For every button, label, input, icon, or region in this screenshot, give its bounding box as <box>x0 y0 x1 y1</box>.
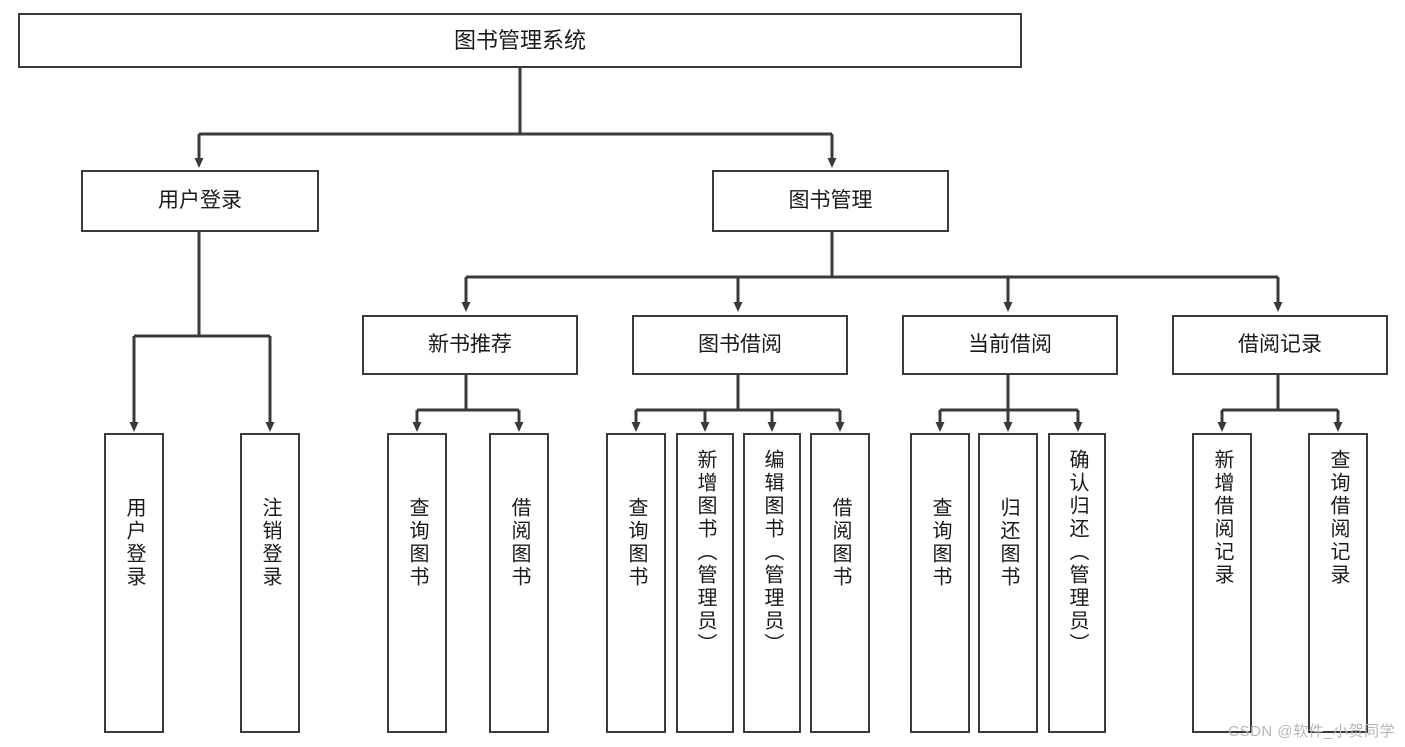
leaf-user-logout[interactable]: 注销登录 <box>240 433 300 733</box>
node-label: 借阅图书 <box>508 497 530 589</box>
node-label: 查询图书 <box>929 497 951 589</box>
leaf-confirm-return[interactable]: 确认归还（管理员） <box>1048 433 1106 733</box>
node-label: 查询图书 <box>625 497 647 589</box>
node-label: 当前借阅 <box>968 332 1052 356</box>
node-new-book-rec[interactable]: 新书推荐 <box>362 315 578 375</box>
leaf-edit-book[interactable]: 编辑图书（管理员） <box>743 433 801 733</box>
node-label: 查询图书 <box>406 497 428 589</box>
leaf-borrow-book-1[interactable]: 借阅图书 <box>489 433 549 733</box>
leaf-query-record[interactable]: 查询借阅记录 <box>1308 433 1368 733</box>
node-label: 归还图书 <box>997 497 1019 589</box>
node-label: 用户登录 <box>123 497 145 589</box>
node-label: 新增借阅记录 <box>1211 449 1233 587</box>
watermark-text: CSDN @软件_小贺同学 <box>1228 723 1395 740</box>
node-label: 图书借阅 <box>698 332 782 356</box>
leaf-user-login[interactable]: 用户登录 <box>104 433 164 733</box>
node-label: 注销登录 <box>259 497 281 589</box>
node-user-login[interactable]: 用户登录 <box>81 170 319 232</box>
node-label: 借阅记录 <box>1238 332 1322 356</box>
node-label: 图书管理 <box>788 188 873 212</box>
node-book-borrow[interactable]: 图书借阅 <box>632 315 848 375</box>
node-label: 确认归还（管理员） <box>1066 449 1088 656</box>
leaf-return-book[interactable]: 归还图书 <box>978 433 1038 733</box>
node-label: 借阅图书 <box>829 497 851 589</box>
leaf-query-book-2[interactable]: 查询图书 <box>606 433 666 733</box>
node-borrow-record[interactable]: 借阅记录 <box>1172 315 1388 375</box>
leaf-query-book-3[interactable]: 查询图书 <box>910 433 970 733</box>
node-current-borrow[interactable]: 当前借阅 <box>902 315 1118 375</box>
leaf-add-record[interactable]: 新增借阅记录 <box>1192 433 1252 733</box>
node-book-manage[interactable]: 图书管理 <box>712 170 949 232</box>
node-label: 新书推荐 <box>428 332 512 356</box>
node-label: 查询借阅记录 <box>1327 449 1349 587</box>
node-root-system[interactable]: 图书管理系统 <box>18 13 1022 68</box>
node-label: 编辑图书（管理员） <box>761 449 783 656</box>
leaf-query-book-1[interactable]: 查询图书 <box>387 433 447 733</box>
leaf-add-book[interactable]: 新增图书（管理员） <box>676 433 734 733</box>
node-label: 新增图书（管理员） <box>694 449 716 656</box>
node-label: 用户登录 <box>158 188 242 212</box>
node-label: 图书管理系统 <box>453 27 586 53</box>
leaf-borrow-book-2[interactable]: 借阅图书 <box>810 433 870 733</box>
